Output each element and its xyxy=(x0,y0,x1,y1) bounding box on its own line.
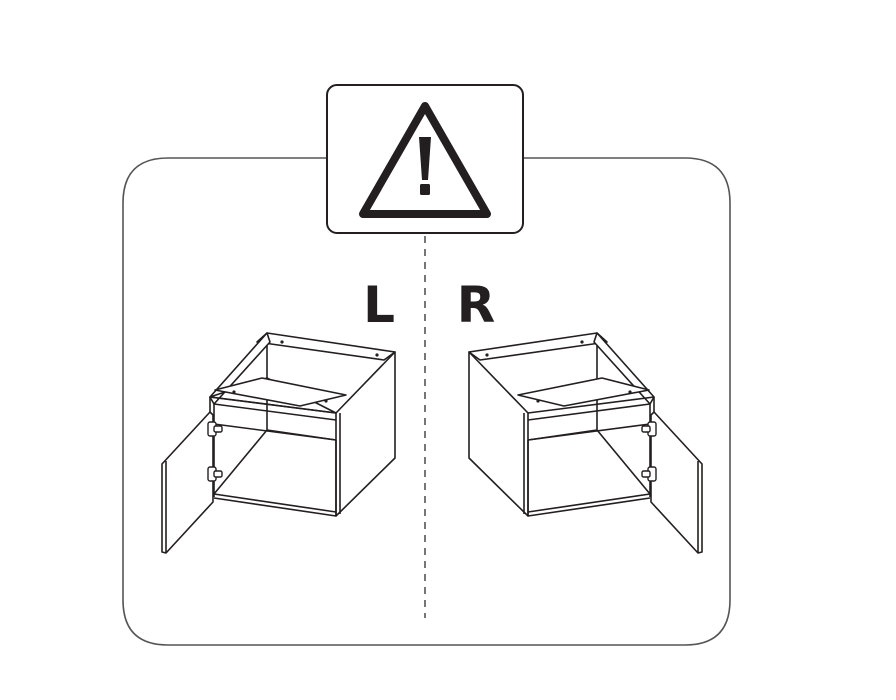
right-hinges xyxy=(641,421,657,482)
left-open-door xyxy=(161,411,214,554)
warning-sign xyxy=(326,84,524,234)
right-hinged-cabinet xyxy=(468,332,703,554)
left-hinges xyxy=(207,421,223,482)
warning-triangle-icon xyxy=(359,102,491,218)
right-label: R xyxy=(457,276,496,334)
left-label: L xyxy=(363,276,395,334)
left-hinged-cabinet xyxy=(161,332,396,554)
right-open-door xyxy=(650,411,703,554)
outer-panel-frame xyxy=(122,157,731,646)
